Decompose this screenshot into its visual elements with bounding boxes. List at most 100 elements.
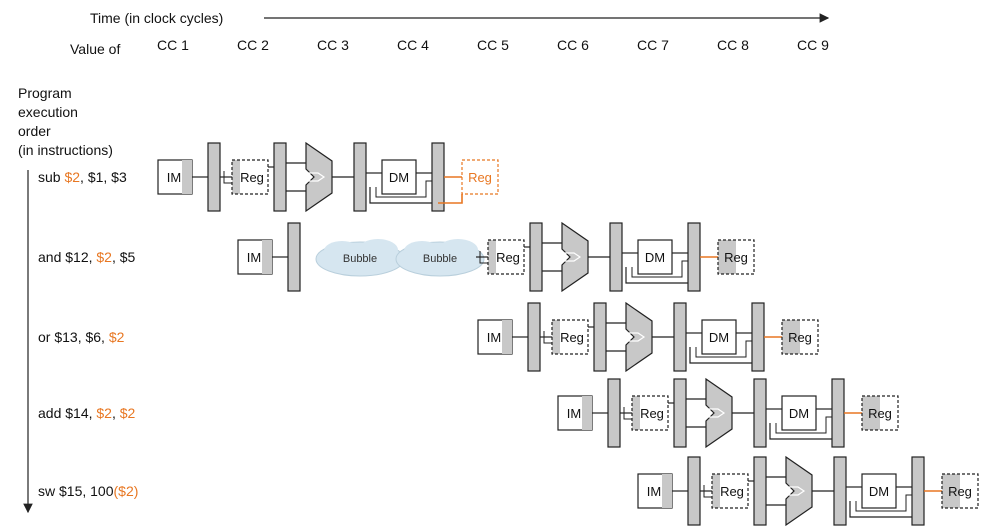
dm-label: DM xyxy=(389,170,409,185)
pipeline-register xyxy=(673,302,687,372)
pipeline-register xyxy=(607,378,621,448)
alu-stage xyxy=(625,301,653,373)
reg-read-stage: Reg xyxy=(487,239,525,275)
instruction-row: or $13, $6, $2 IM Reg DM Reg xyxy=(38,301,819,373)
pipeline-register xyxy=(687,222,701,292)
reg-read-stage: Reg xyxy=(711,473,749,509)
pipeline-register xyxy=(527,302,541,372)
im-label: IM xyxy=(567,406,581,421)
reg-write-stage: Reg xyxy=(861,395,899,431)
highlighted-register: $2 xyxy=(120,405,136,421)
cc-label: CC 6 xyxy=(557,37,589,53)
instruction-text: or $13, $6, xyxy=(38,329,109,345)
order-label-line: execution xyxy=(18,104,78,120)
pipeline-register xyxy=(673,378,687,448)
bubble: Bubble xyxy=(315,239,405,277)
cc-label: CC 3 xyxy=(317,37,349,53)
im-label: IM xyxy=(247,250,261,265)
instruction-text: , xyxy=(112,405,120,421)
instruction-text: add $14, xyxy=(38,405,96,421)
instruction-row: sub $2, $1, $3 IM Reg DM Reg xyxy=(38,141,499,213)
reg-write-stage: Reg xyxy=(941,473,979,509)
reg-write-stage: Reg xyxy=(461,159,499,195)
reg-label: Reg xyxy=(724,250,748,265)
reg-read-stage: Reg xyxy=(231,159,269,195)
dm-label: DM xyxy=(789,406,809,421)
instruction-row: sw $15, 100($2) IM Reg DM Reg xyxy=(38,455,979,527)
im-stage: IM xyxy=(557,395,593,431)
pipeline-register xyxy=(609,222,623,292)
im-label: IM xyxy=(167,170,181,185)
highlighted-register: $2 xyxy=(109,329,125,345)
reg-label: Reg xyxy=(640,406,664,421)
pipeline-register xyxy=(273,142,287,212)
cc-label: CC 8 xyxy=(717,37,749,53)
cc-label: CC 7 xyxy=(637,37,669,53)
dm-label: DM xyxy=(709,330,729,345)
pipeline-register xyxy=(287,222,301,292)
highlighted-register: $2 xyxy=(96,405,112,421)
reg-label: Reg xyxy=(468,170,492,185)
pipeline-register xyxy=(353,142,367,212)
pipeline-register xyxy=(753,378,767,448)
pipeline-register xyxy=(833,456,847,526)
reg-write-stage: Reg xyxy=(717,239,755,275)
instruction-label: add $14, $2, $2 xyxy=(38,405,136,421)
reg-read-stage: Reg xyxy=(551,319,589,355)
instruction-label: or $13, $6, $2 xyxy=(38,329,125,345)
instruction-row: and $12, $2, $5 IM Bubble Bubble Reg DM Reg xyxy=(38,221,755,293)
instruction-row: add $14, $2, $2 IM Reg DM Reg xyxy=(38,377,899,449)
im-stage: IM xyxy=(237,239,273,275)
dm-label: DM xyxy=(645,250,665,265)
bubble-label: Bubble xyxy=(423,253,457,265)
pipeline-register xyxy=(911,456,925,526)
reg-label: Reg xyxy=(560,330,584,345)
cc-label: CC 5 xyxy=(477,37,509,53)
dm-stage: DM xyxy=(381,159,417,195)
instruction-text: sub xyxy=(38,169,64,185)
dm-stage: DM xyxy=(781,395,817,431)
instruction-text: , $1, $3 xyxy=(80,169,127,185)
pipeline-register xyxy=(831,378,845,448)
bubble-label: Bubble xyxy=(343,253,377,265)
reg-label: Reg xyxy=(240,170,264,185)
instruction-text: and $12, xyxy=(38,249,96,265)
cc-label: CC 2 xyxy=(237,37,269,53)
order-label-line: Program xyxy=(18,85,72,101)
reg-label: Reg xyxy=(788,330,812,345)
dm-stage: DM xyxy=(637,239,673,275)
reg-label: Reg xyxy=(720,484,744,499)
reg-label: Reg xyxy=(496,250,520,265)
highlighted-register: ($2) xyxy=(114,483,139,499)
cc-label: CC 4 xyxy=(397,37,429,53)
dm-stage: DM xyxy=(701,319,737,355)
reg-write-stage: Reg xyxy=(781,319,819,355)
order-label-line: order xyxy=(18,123,51,139)
order-label-line: (in instructions) xyxy=(18,142,113,158)
im-label: IM xyxy=(487,330,501,345)
program-order-label: Program execution order (in instructions) xyxy=(18,85,113,158)
value-of-label: Value of xyxy=(70,41,120,57)
reg-read-stage: Reg xyxy=(631,395,669,431)
im-stage: IM xyxy=(637,473,673,509)
highlighted-register: $2 xyxy=(64,169,80,185)
alu-stage xyxy=(561,221,589,293)
instruction-label: and $12, $2, $5 xyxy=(38,249,136,265)
alu-stage xyxy=(785,455,813,527)
im-stage: IM xyxy=(157,159,193,195)
pipeline-register xyxy=(529,222,543,292)
alu-stage xyxy=(705,377,733,449)
pipeline-register xyxy=(593,302,607,372)
time-axis-label: Time (in clock cycles) xyxy=(90,10,223,26)
instruction-text: , $5 xyxy=(112,249,136,265)
instruction-label: sw $15, 100($2) xyxy=(38,483,138,499)
highlighted-register: $2 xyxy=(96,249,112,265)
im-label: IM xyxy=(647,484,661,499)
pipeline-register xyxy=(431,142,445,212)
dm-label: DM xyxy=(869,484,889,499)
reg-label: Reg xyxy=(868,406,892,421)
pipeline-register xyxy=(753,456,767,526)
